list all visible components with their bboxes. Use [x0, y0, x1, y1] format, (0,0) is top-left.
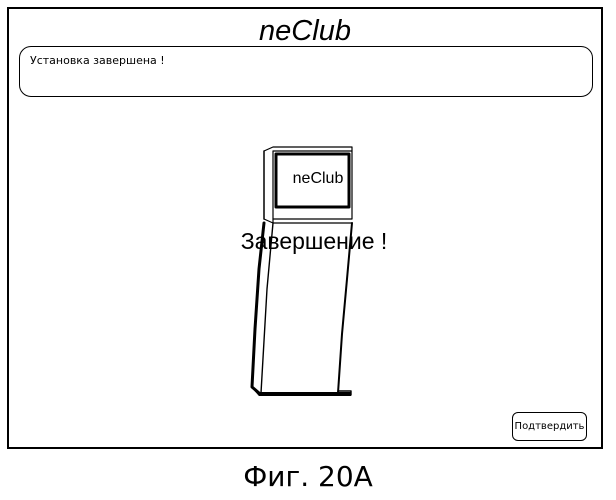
status-message: Установка завершена ! — [30, 54, 165, 67]
app-title: neClub — [9, 15, 601, 47]
completion-message: Завершение ! — [9, 227, 601, 255]
app-window: neClub Установка завершена ! — [7, 7, 603, 449]
confirm-button[interactable]: Подтвердить — [512, 412, 587, 441]
kiosk-screen-label: neClub — [280, 170, 356, 188]
figure-caption: Фиг. 20А — [0, 461, 616, 493]
status-message-panel: Установка завершена ! — [19, 46, 593, 97]
